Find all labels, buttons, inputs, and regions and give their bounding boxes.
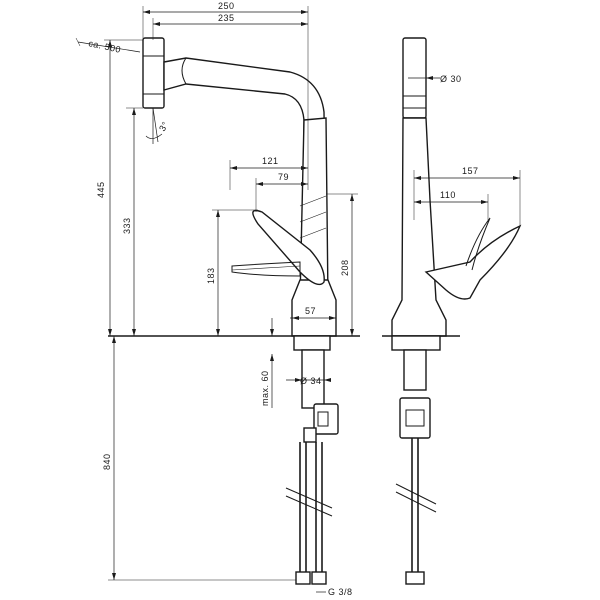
dim-side-diameter: Ø 30 xyxy=(440,74,462,84)
fitting-right xyxy=(311,571,327,585)
dim-110: 110 xyxy=(440,190,456,200)
dim-pullout: ca. 500 xyxy=(88,38,122,55)
dim-thread: G 3/8 xyxy=(328,587,353,597)
dim-333: 333 xyxy=(122,217,132,234)
side-lever xyxy=(424,224,522,300)
side-valve-block xyxy=(399,397,431,439)
front-view xyxy=(108,37,360,585)
dim-840: 840 xyxy=(102,453,112,470)
fitting-left xyxy=(295,571,311,585)
dim-183: 183 xyxy=(206,267,216,284)
dim-79: 79 xyxy=(278,172,289,182)
dim-157: 157 xyxy=(462,166,479,176)
dimension-lines xyxy=(75,6,521,593)
side-view xyxy=(382,37,522,585)
shank-nut xyxy=(293,335,331,351)
dim-121: 121 xyxy=(262,156,279,166)
dim-57: 57 xyxy=(305,306,316,316)
dim-angle: 3° xyxy=(157,120,170,133)
side-body xyxy=(391,117,447,337)
dim-445: 445 xyxy=(96,181,106,198)
dim-235: 235 xyxy=(218,13,235,23)
spout-head xyxy=(142,37,165,109)
dim-shank-diameter: Ø 34 xyxy=(300,376,322,386)
lever xyxy=(252,209,325,286)
dim-250: 250 xyxy=(218,1,235,11)
dim-208: 208 xyxy=(340,259,350,276)
dim-max-60: max. 60 xyxy=(260,370,270,406)
